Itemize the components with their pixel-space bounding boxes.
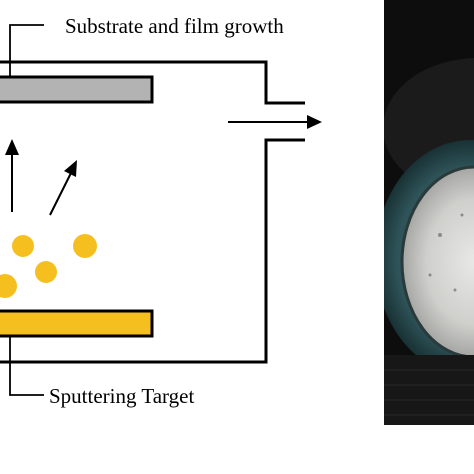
sputtered-particles bbox=[0, 234, 97, 298]
chamber-bottom-wall bbox=[0, 138, 305, 364]
particle bbox=[73, 234, 97, 258]
substrate-plate bbox=[0, 75, 154, 104]
chamber-outline bbox=[0, 60, 305, 364]
target-plate bbox=[0, 309, 154, 338]
gas-flow-arrow bbox=[228, 115, 322, 129]
chamber-top-wall bbox=[0, 60, 305, 105]
particle-arrow bbox=[49, 160, 77, 216]
target-leader-line bbox=[9, 336, 44, 396]
substrate-leader-line bbox=[9, 24, 44, 77]
particle bbox=[12, 235, 34, 257]
substrate-label: Substrate and film growth bbox=[65, 14, 284, 38]
particle bbox=[0, 274, 17, 298]
particle-arrow bbox=[5, 139, 19, 212]
target-photo bbox=[384, 0, 474, 425]
target-label: Sputtering Target bbox=[49, 384, 194, 408]
particle bbox=[35, 261, 57, 283]
